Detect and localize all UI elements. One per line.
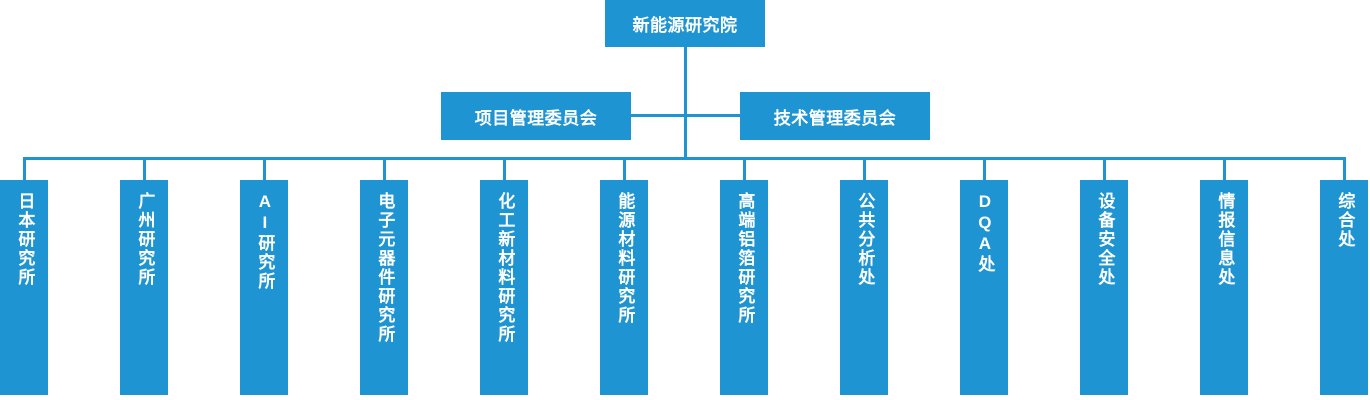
node-department-1-label: 日本研究所	[15, 192, 35, 287]
connector-drop-9	[983, 157, 986, 180]
node-department-9[interactable]: DQA处	[960, 180, 1008, 395]
connector-drop-6	[623, 157, 626, 180]
connector-drop-8	[863, 157, 866, 180]
node-department-4-label: 电子元器件研究所	[375, 192, 395, 344]
node-root-label: 新能源研究院	[632, 16, 738, 35]
node-committee-project-management-label: 项目管理委员会	[474, 108, 598, 128]
connector-drop-7	[743, 157, 746, 180]
connector-drop-11	[1223, 157, 1226, 180]
node-department-12[interactable]: 综合处	[1320, 180, 1368, 395]
node-department-3[interactable]: AI研究所	[240, 180, 288, 395]
connector-drop-2	[143, 157, 146, 180]
node-department-3-label: AI研究所	[255, 192, 275, 291]
node-department-9-label: DQA处	[975, 192, 995, 274]
node-root[interactable]: 新能源研究院	[605, 0, 765, 47]
node-department-11[interactable]: 情报信息处	[1200, 180, 1248, 395]
node-department-7[interactable]: 高端铝箔研究所	[720, 180, 768, 395]
node-department-10[interactable]: 设备安全处	[1080, 180, 1128, 395]
connector-department-bus	[24, 157, 1346, 160]
node-department-8-label: 公共分析处	[855, 192, 875, 287]
connector-drop-3	[263, 157, 266, 180]
node-department-11-label: 情报信息处	[1215, 192, 1235, 287]
node-department-10-label: 设备安全处	[1095, 192, 1115, 287]
connector-root-spine	[684, 47, 687, 160]
node-department-8[interactable]: 公共分析处	[840, 180, 888, 395]
node-department-1[interactable]: 日本研究所	[0, 180, 48, 395]
node-department-6-label: 能源材料研究所	[615, 192, 635, 325]
connector-drop-4	[383, 157, 386, 180]
connector-drop-5	[503, 157, 506, 180]
node-department-5[interactable]: 化工新材料研究所	[480, 180, 528, 395]
connector-drop-1	[23, 157, 26, 180]
node-committee-project-management[interactable]: 项目管理委员会	[441, 92, 631, 140]
node-department-5-label: 化工新材料研究所	[495, 192, 515, 344]
node-committee-technology-management[interactable]: 技术管理委员会	[740, 92, 930, 140]
node-department-2[interactable]: 广州研究所	[120, 180, 168, 395]
node-department-6[interactable]: 能源材料研究所	[600, 180, 648, 395]
connector-drop-10	[1103, 157, 1106, 180]
node-department-4[interactable]: 电子元器件研究所	[360, 180, 408, 395]
node-department-7-label: 高端铝箔研究所	[735, 192, 755, 325]
connector-committee-right	[684, 114, 740, 117]
connector-committee-left	[631, 114, 685, 117]
node-committee-technology-management-label: 技术管理委员会	[773, 108, 897, 128]
connector-drop-12	[1343, 157, 1346, 180]
node-department-12-label: 综合处	[1335, 192, 1355, 249]
node-department-2-label: 广州研究所	[135, 192, 155, 287]
